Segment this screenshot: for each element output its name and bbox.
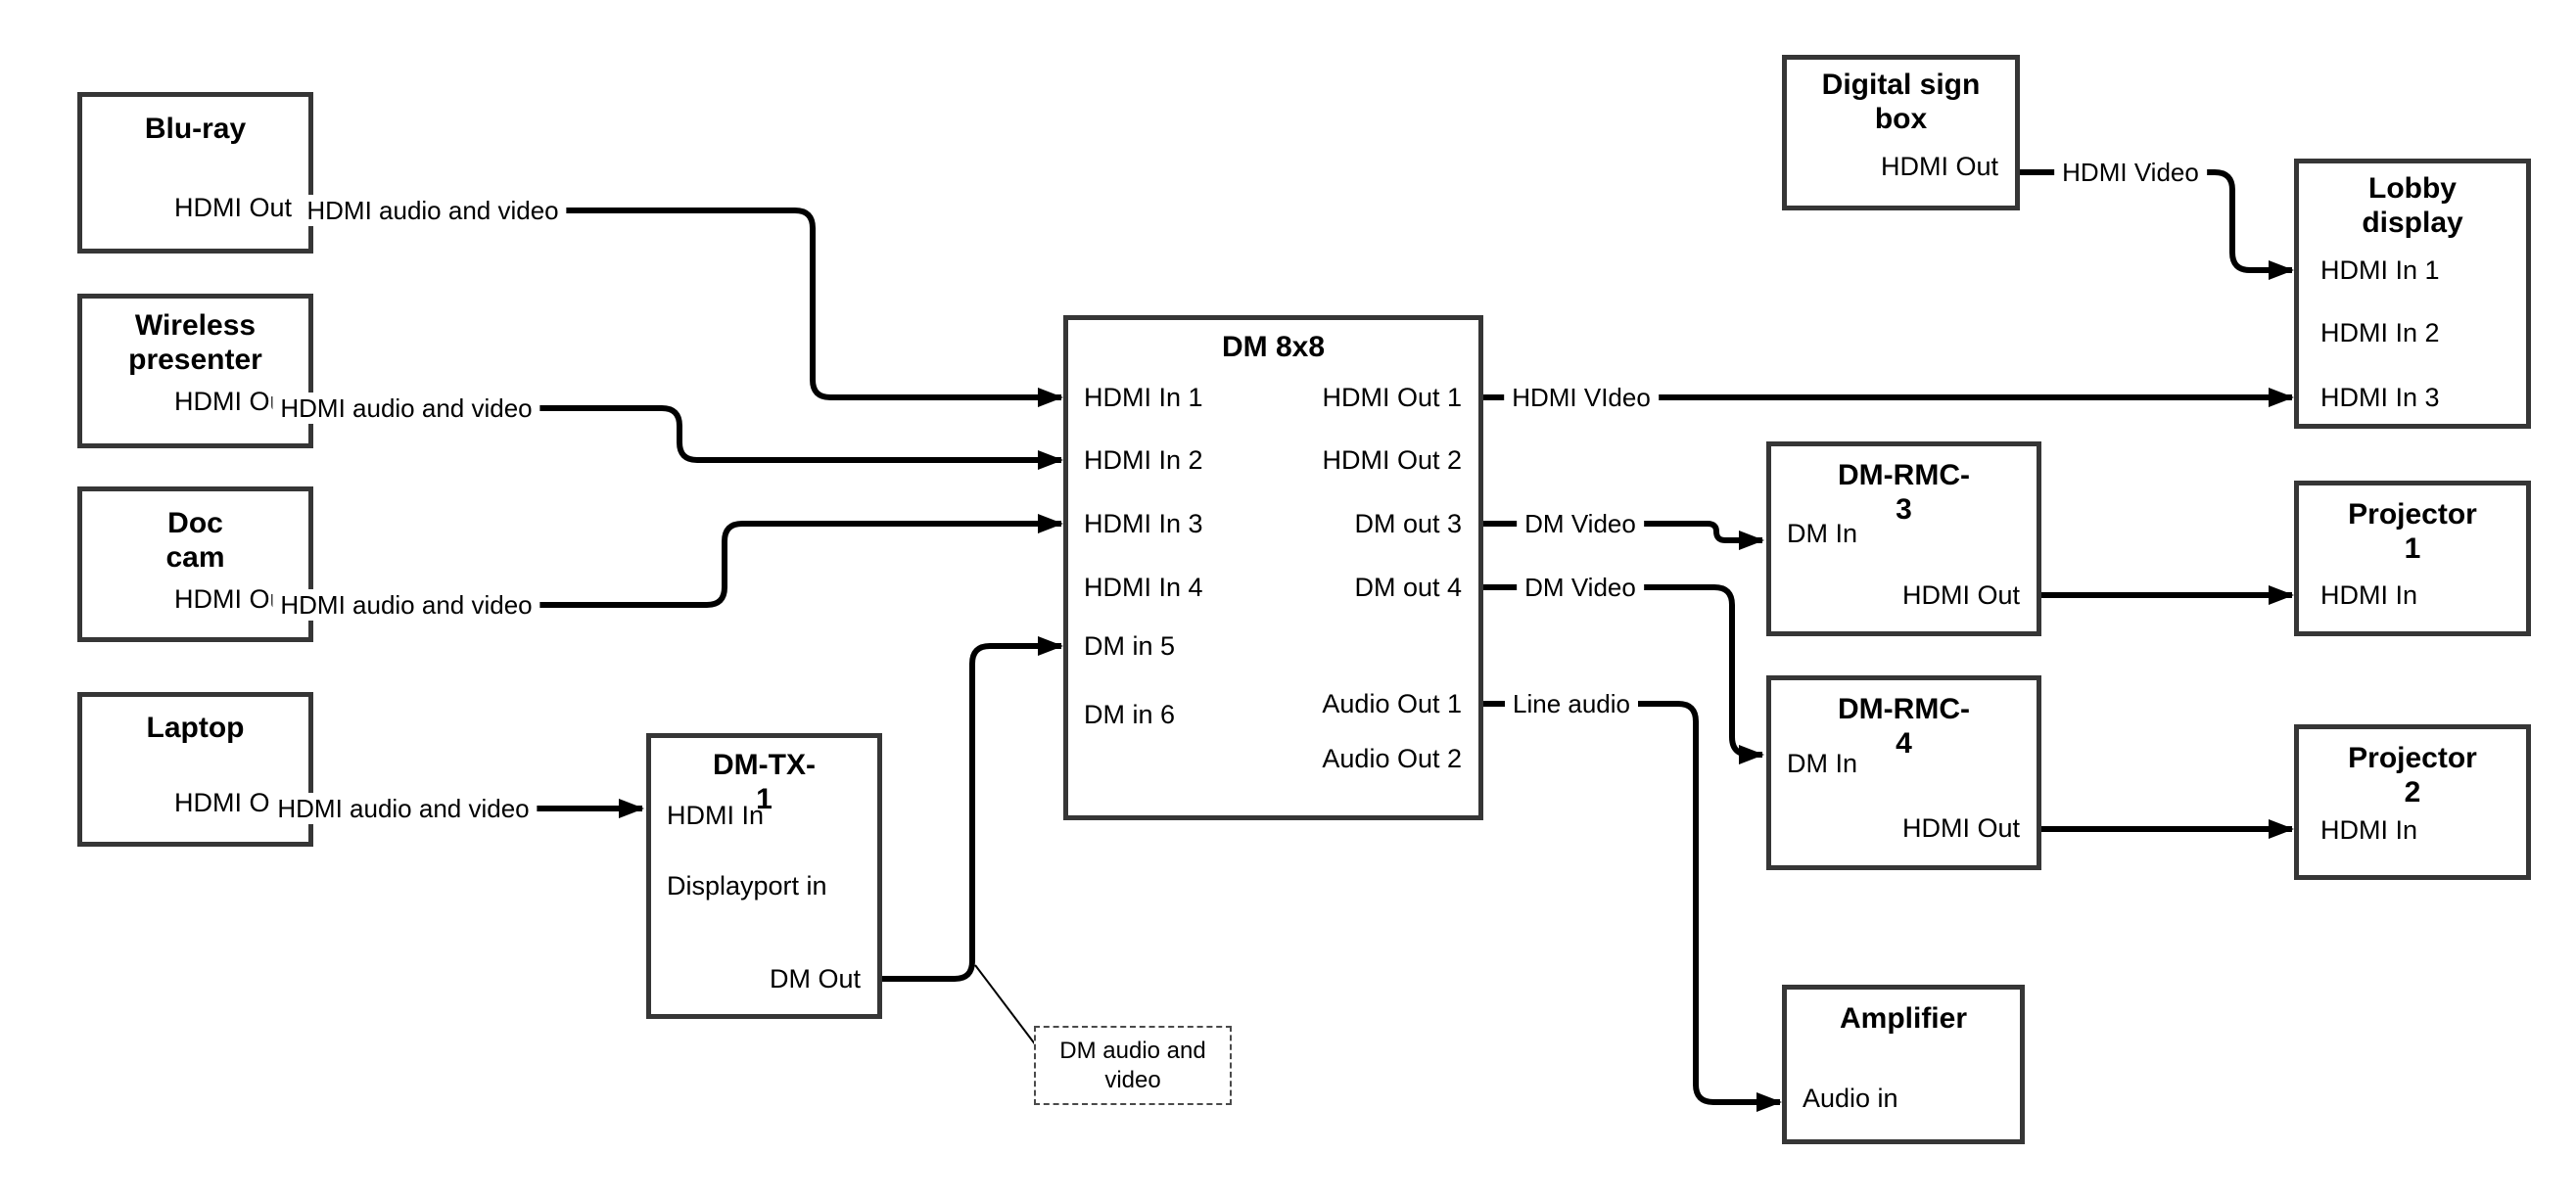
box-lobby-display: Lobby display HDMI In 1 HDMI In 2 HDMI I… xyxy=(2294,159,2531,429)
wire-dm8x8-audio1-to-amplifier xyxy=(1483,701,1782,1112)
port-dm8x8-hdmi-in-2: HDMI In 2 xyxy=(1084,445,1203,475)
port-dmtx1-hdmi-in: HDMI In xyxy=(667,801,765,830)
box-bluray: Blu-ray HDMI Out xyxy=(77,92,313,254)
callout-dm-audio-video: DM audio and video xyxy=(1034,1026,1232,1105)
port-dm8x8-hdmi-in-4: HDMI In 4 xyxy=(1084,573,1203,602)
box-digital-sign: Digital sign box HDMI Out xyxy=(1782,55,2020,210)
port-dm8x8-hdmi-out-2: HDMI Out 2 xyxy=(1322,445,1462,475)
port-dm8x8-hdmi-in-1: HDMI In 1 xyxy=(1084,383,1203,412)
box-projector1: Projector 1 HDMI In xyxy=(2294,481,2531,636)
box-dm8x8: DM 8x8 HDMI In 1 HDMI In 2 HDMI In 3 HDM… xyxy=(1063,315,1483,820)
label-dm-out4-link: DM Video xyxy=(1517,572,1644,603)
label-hdmi-out1-link: HDMI VIdeo xyxy=(1504,382,1659,413)
port-dm8x8-dm-out-3: DM out 3 xyxy=(1354,509,1462,538)
box-amplifier-title: Amplifier xyxy=(1839,1002,1968,1035)
port-dm8x8-hdmi-out-1: HDMI Out 1 xyxy=(1322,383,1462,412)
label-audio-out1-link: Line audio xyxy=(1505,688,1638,719)
port-wireless-hdmi-out: HDMI Out xyxy=(173,387,292,416)
label-digital-sign-link: HDMI Video xyxy=(2054,157,2207,188)
box-dm8x8-title: DM 8x8 xyxy=(1221,331,1326,363)
wire-dm8x8-out3-to-dmrmc3 xyxy=(1483,521,1764,550)
port-amplifier-audio-in: Audio in xyxy=(1803,1084,1898,1113)
port-lobby-hdmi-in-1: HDMI In 1 xyxy=(2320,255,2440,285)
wire-bluray-to-dm8x8-in1 xyxy=(313,208,1063,407)
box-dmrmc4: DM-RMC-4 DM In HDMI Out xyxy=(1766,675,2041,870)
port-dmrmc3-dm-in: DM In xyxy=(1787,519,1858,548)
wire-digitalsign-to-lobby-in1 xyxy=(2020,169,2294,280)
label-bluray-link: HDMI audio and video xyxy=(299,195,567,226)
wire-doccam-to-dm8x8-in3 xyxy=(313,514,1063,608)
wire-wireless-to-dm8x8-in2 xyxy=(313,405,1063,470)
label-doccam-link: HDMI audio and video xyxy=(272,589,540,621)
port-bluray-hdmi-out: HDMI Out xyxy=(173,193,292,222)
port-dmtx1-dm-out: DM Out xyxy=(769,964,861,993)
box-wireless-presenter: Wireless presenter HDMI Out xyxy=(77,294,313,448)
port-dm8x8-audio-out-1: Audio Out 1 xyxy=(1322,689,1462,718)
port-dmrmc3-hdmi-out: HDMI Out xyxy=(1901,580,2020,610)
port-dm8x8-hdmi-in-3: HDMI In 3 xyxy=(1084,509,1203,538)
port-doccam-hdmi-out: HDMI Out xyxy=(173,584,292,614)
label-wireless-link: HDMI audio and video xyxy=(272,393,540,424)
box-doccam-title: Doc cam xyxy=(165,507,225,574)
port-dm8x8-dm-in-5: DM in 5 xyxy=(1084,631,1176,661)
port-projector1-hdmi-in: HDMI In xyxy=(2320,580,2418,610)
box-dmtx1-title: DM-TX-1 xyxy=(713,749,816,815)
port-digital-sign-hdmi-out: HDMI Out xyxy=(1880,152,1998,181)
port-lobby-hdmi-in-2: HDMI In 2 xyxy=(2320,318,2440,347)
callout-dm-audio-video-text: DM audio and video xyxy=(1059,1037,1206,1093)
box-dmrmc4-title: DM-RMC-4 xyxy=(1838,693,1970,760)
box-wireless-presenter-title: Wireless presenter xyxy=(128,309,262,376)
box-lobby-display-title: Lobby display xyxy=(2362,172,2463,239)
box-dmrmc3: DM-RMC-3 DM In HDMI Out xyxy=(1766,441,2041,636)
wire-dmtx1-to-dm8x8-in5 xyxy=(881,636,1063,982)
box-bluray-title: Blu-ray xyxy=(144,113,247,145)
port-dmtx1-displayport-in: Displayport in xyxy=(667,871,827,901)
box-projector2-title: Projector 2 xyxy=(2348,742,2477,808)
box-dmtx1: DM-TX-1 HDMI In Displayport in DM Out xyxy=(646,733,882,1019)
box-projector1-title: Projector 1 xyxy=(2348,498,2477,565)
port-dm8x8-dm-in-6: DM in 6 xyxy=(1084,700,1176,729)
box-dmrmc3-title: DM-RMC-3 xyxy=(1838,459,1970,526)
port-lobby-hdmi-in-3: HDMI In 3 xyxy=(2320,383,2440,412)
port-dmrmc4-hdmi-out: HDMI Out xyxy=(1901,813,2020,843)
box-amplifier: Amplifier Audio in xyxy=(1782,985,2025,1144)
box-digital-sign-title: Digital sign box xyxy=(1821,69,1981,135)
port-dm8x8-dm-out-4: DM out 4 xyxy=(1354,573,1462,602)
callout-leader-line xyxy=(974,964,1037,1046)
port-dmrmc4-dm-in: DM In xyxy=(1787,749,1858,778)
label-dm-out3-link: DM Video xyxy=(1517,508,1644,539)
port-projector2-hdmi-in: HDMI In xyxy=(2320,815,2418,845)
label-laptop-link: HDMI audio and video xyxy=(269,793,538,824)
box-laptop-title: Laptop xyxy=(146,712,245,744)
box-projector2: Projector 2 HDMI In xyxy=(2294,724,2531,880)
wire-dm8x8-out4-to-dmrmc4 xyxy=(1483,584,1764,764)
port-dm8x8-audio-out-2: Audio Out 2 xyxy=(1322,744,1462,773)
